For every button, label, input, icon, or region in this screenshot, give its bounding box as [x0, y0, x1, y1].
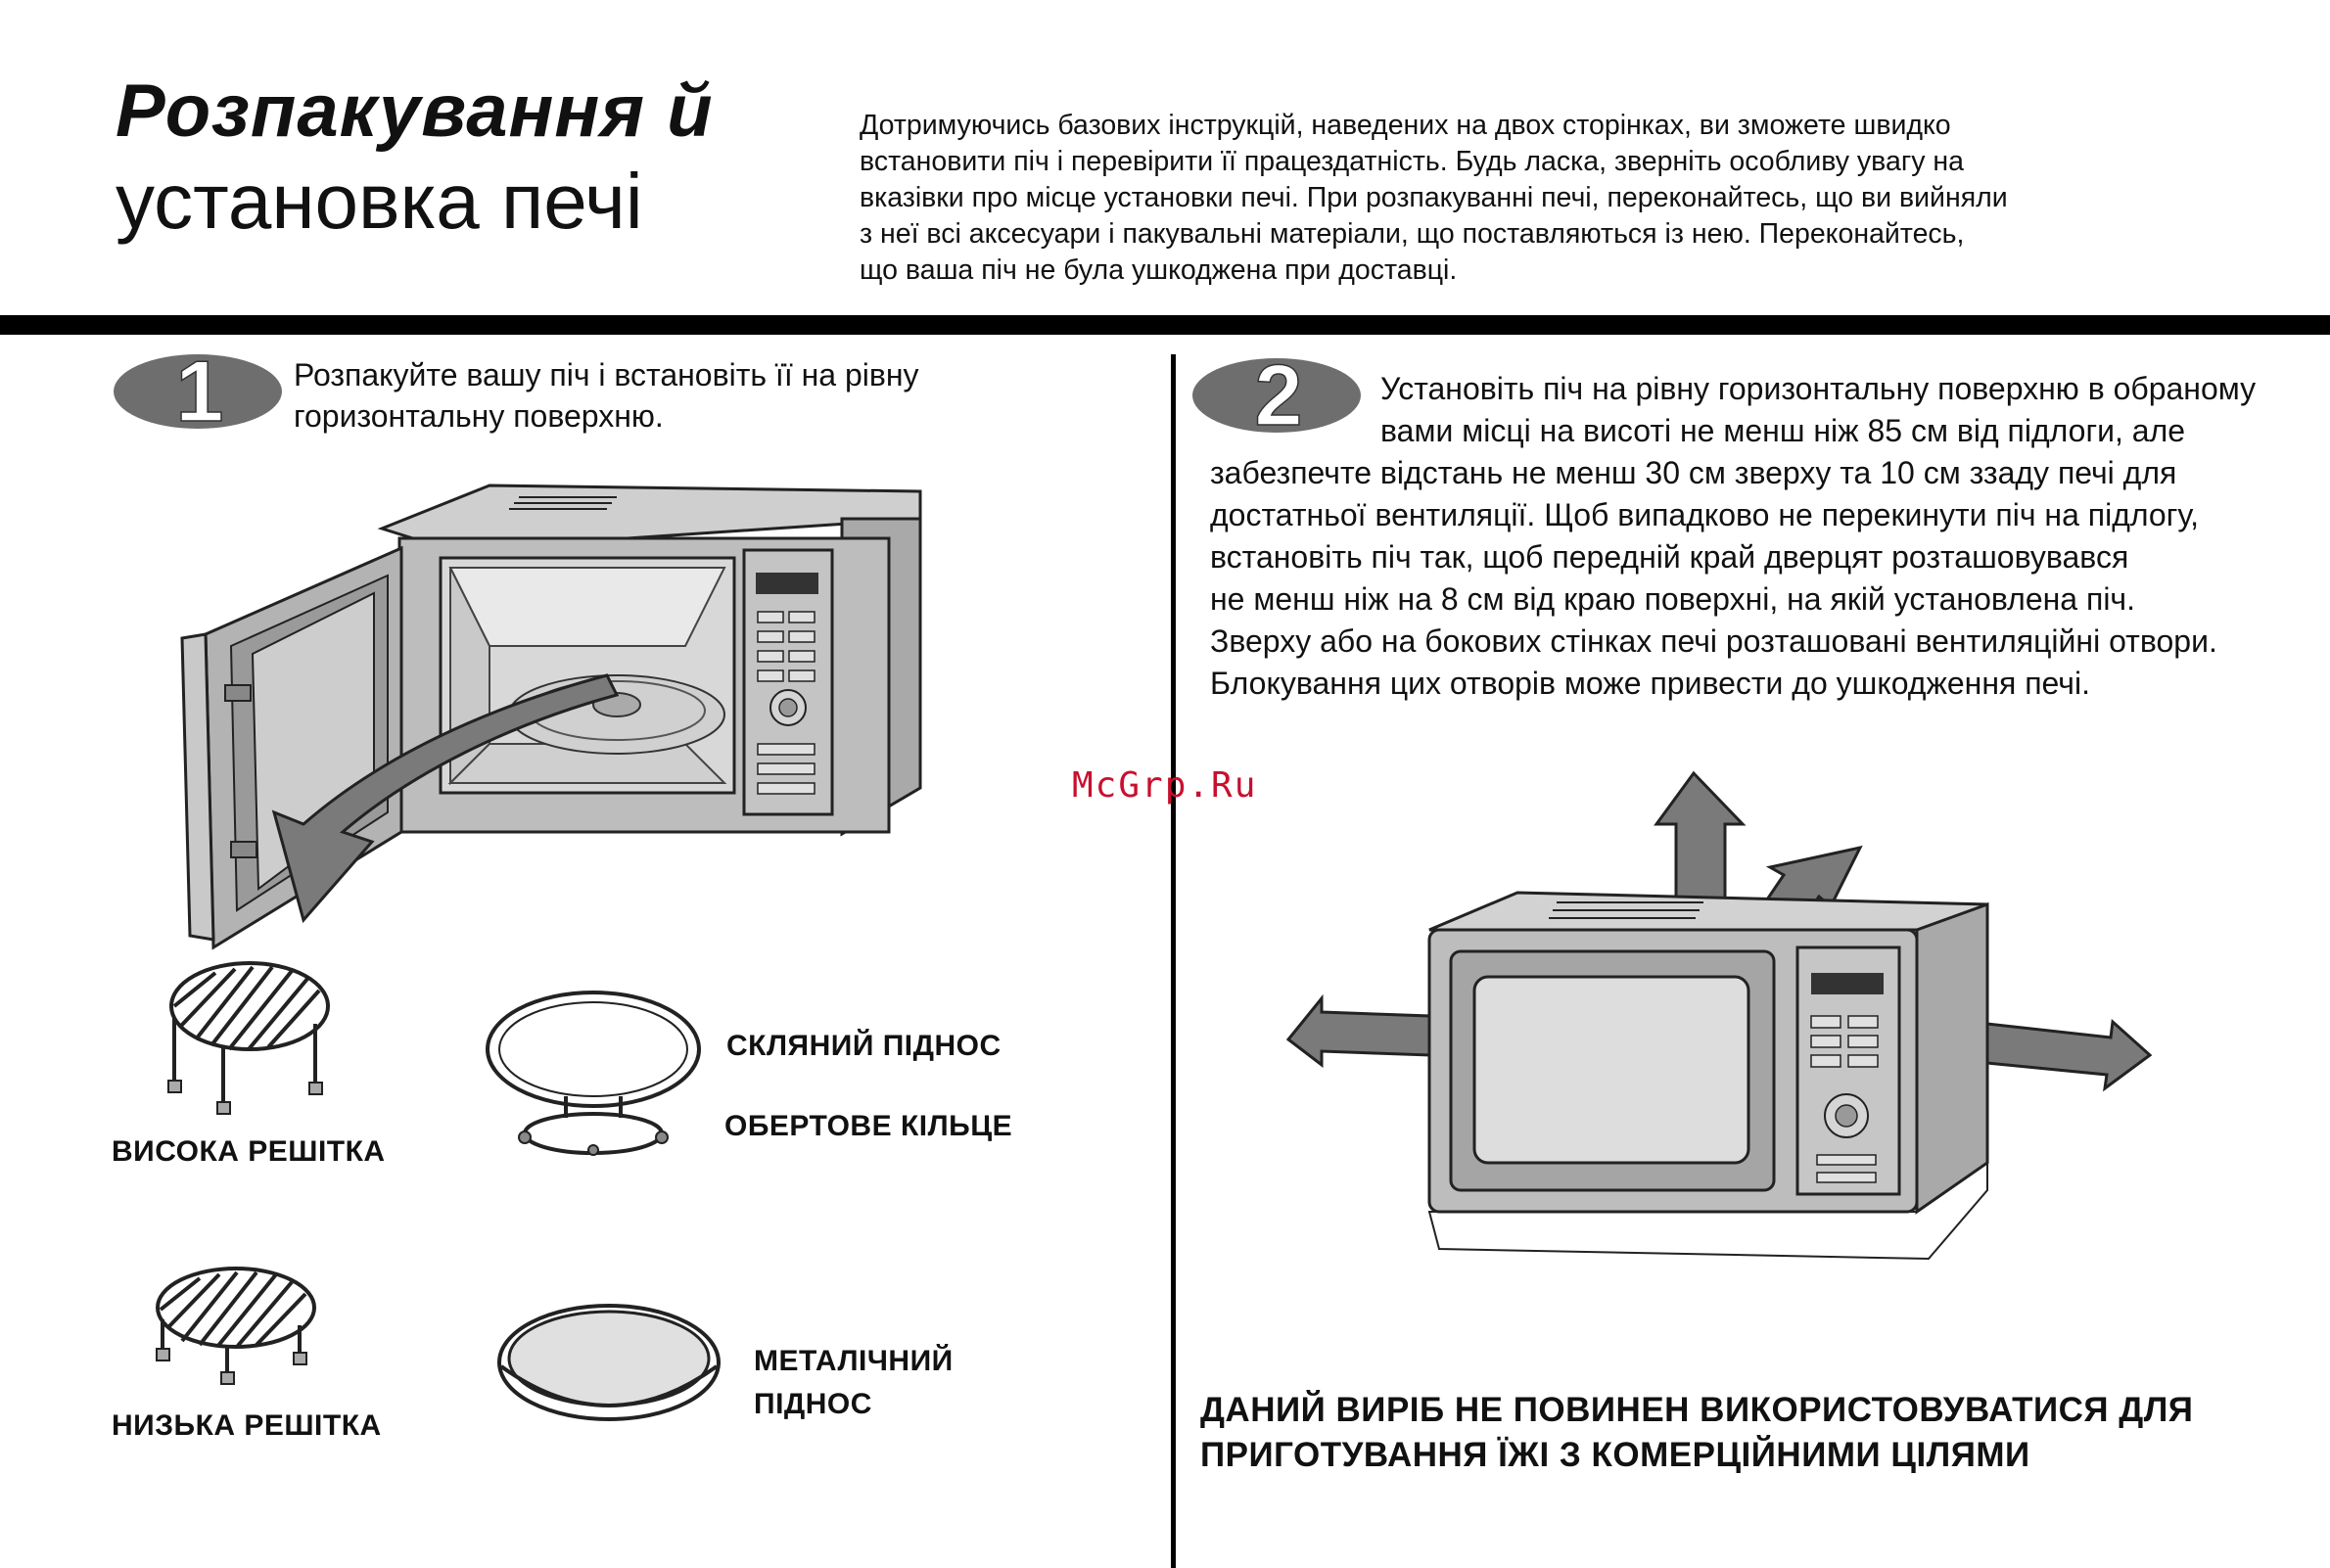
step2-line: достатньої вентиляції. Щоб випадково не …	[1210, 497, 2200, 532]
step2-line: Блокування цих отворів може привести до …	[1210, 666, 2090, 701]
page-title-line2: установка печі	[116, 158, 643, 245]
low-rack-label: НИЗЬКА РЕШІТКА	[112, 1409, 382, 1442]
high-rack-label: ВИСОКА РЕШІТКА	[112, 1135, 386, 1168]
low-rack-illustration	[156, 1267, 316, 1385]
glass-tray-label: СКЛЯНИЙ ПІДНОС	[726, 1030, 1002, 1062]
column-divider	[1171, 354, 1176, 1568]
metal-tray-illustration	[497, 1304, 721, 1421]
step1-badge: 1	[114, 342, 282, 440]
step2-badge: 2	[1192, 346, 1361, 444]
step1-instructions: Розпакуйте вашу піч і встановіть її на р…	[294, 354, 919, 437]
intro-paragraph: Дотримуючись базових інструкцій, наведен…	[860, 108, 2269, 289]
open-microwave-illustration	[180, 484, 922, 950]
svg-text:1: 1	[176, 343, 224, 439]
intro-line: Дотримуючись базових інструкцій, наведен…	[860, 110, 1951, 141]
metal-tray-label-line1: МЕТАЛІЧНИЙ	[754, 1345, 954, 1377]
step1-line: горизонтальну поверхню.	[294, 398, 664, 434]
svg-text:2: 2	[1255, 346, 1303, 443]
ventilation-microwave-illustration	[1285, 770, 2153, 1261]
intro-line: з неї всі аксесуари і пакувальні матеріа…	[860, 218, 1965, 250]
step2-line: забезпечте відстань не менш 30 см зверху…	[1210, 455, 2177, 490]
step2-line: встановіть піч так, щоб передній край дв…	[1210, 539, 2129, 575]
step2-line: вами місці на висоті не менш ніж 85 см в…	[1380, 413, 2186, 448]
intro-line: встановити піч і перевірити її працездат…	[860, 146, 1965, 177]
intro-line: вказівки про місце установки печі. При р…	[860, 182, 2008, 213]
roller-ring-label: ОБЕРТОВЕ КІЛЬЦЕ	[724, 1110, 1013, 1142]
watermark: McGrp.Ru	[1072, 765, 1258, 806]
glass-tray-illustration	[486, 991, 701, 1156]
commercial-use-warning: ДАНИЙ ВИРІБ НЕ ПОВИНЕН ВИКОРИСТОВУВАТИСЯ…	[1200, 1388, 2193, 1478]
step2-instructions: Установіть піч на рівну горизонтальну по…	[1210, 368, 2256, 705]
header-divider	[0, 315, 2330, 335]
page-title-line1: Розпакування й	[116, 69, 714, 153]
high-rack-illustration	[167, 961, 330, 1115]
step1-line: Розпакуйте вашу піч і встановіть її на р…	[294, 357, 919, 392]
step2-line: Зверху або на бокових стінках печі розта…	[1210, 623, 2217, 659]
warning-line: ПРИГОТУВАННЯ ЇЖІ З КОМЕРЦІЙНИМИ ЦІЛЯМИ	[1200, 1436, 2030, 1474]
step2-line: Установіть піч на рівну горизонтальну по…	[1380, 371, 2257, 406]
warning-line: ДАНИЙ ВИРІБ НЕ ПОВИНЕН ВИКОРИСТОВУВАТИСЯ…	[1200, 1391, 2194, 1429]
step2-line: не менш ніж на 8 см від краю поверхні, н…	[1210, 581, 2135, 617]
intro-line: що ваша піч не була ушкоджена при достав…	[860, 254, 1458, 286]
metal-tray-label-line2: ПІДНОС	[754, 1388, 872, 1420]
